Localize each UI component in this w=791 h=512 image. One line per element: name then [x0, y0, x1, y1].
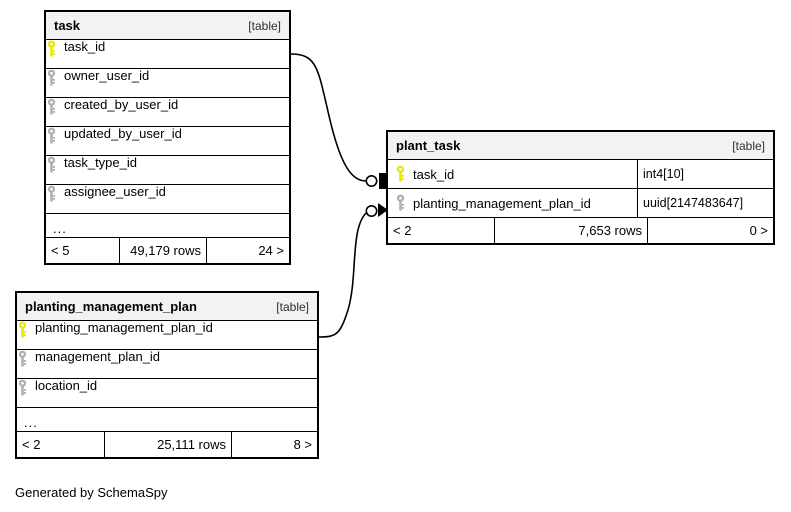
column-name: updated_by_user_id — [64, 126, 182, 141]
foreign-key-icon — [46, 98, 57, 116]
row-count: 49,179 rows — [119, 238, 207, 263]
child-table-count[interactable]: 24 > — [258, 243, 284, 258]
foreign-key-icon — [17, 379, 28, 397]
primary-key-icon — [395, 165, 406, 183]
table-row[interactable]: task_id — [46, 40, 289, 69]
foreign-key-icon — [46, 69, 57, 87]
table-row[interactable]: management_plan_id — [17, 350, 317, 379]
table-plant-task[interactable]: plant_task [table] task_id int4[10] — [386, 130, 775, 245]
table-planting-management-plan-footer: < 2 25,111 rows 8 > — [17, 432, 317, 457]
column-name: assignee_user_id — [64, 184, 166, 199]
foreign-key-icon — [46, 185, 57, 203]
relationship-task-to-plant-task — [290, 53, 386, 189]
parent-table-count[interactable]: < 2 — [393, 223, 412, 238]
column-type: int4[10] — [637, 160, 773, 188]
table-task[interactable]: task [table] task_id — [44, 10, 291, 265]
table-row[interactable]: updated_by_user_id — [46, 127, 289, 156]
table-plant-task-kind: [table] — [732, 138, 765, 153]
row-count: 25,111 rows — [104, 432, 232, 457]
column-name: task_id — [64, 39, 106, 54]
table-row[interactable]: task_id int4[10] — [388, 160, 773, 189]
table-plant-task-name: plant_task — [396, 138, 461, 153]
column-type: uuid[2147483647] — [637, 189, 773, 217]
table-row[interactable]: created_by_user_id — [46, 98, 289, 127]
zero-or-one-circle-marker — [365, 175, 378, 188]
more-columns-indicator: ... — [17, 408, 317, 432]
row-count: 7,653 rows — [494, 218, 648, 243]
zero-or-one-circle-marker — [365, 205, 378, 218]
foreign-key-icon — [395, 194, 406, 212]
column-name: management_plan_id — [35, 349, 161, 364]
table-task-name: task — [54, 18, 81, 33]
column-name: location_id — [35, 378, 98, 393]
table-row[interactable]: task_type_id — [46, 156, 289, 185]
table-row[interactable]: assignee_user_id — [46, 185, 289, 214]
primary-key-icon — [46, 40, 57, 58]
parent-table-count[interactable]: < 5 — [51, 243, 70, 258]
column-name: planting_management_plan_id — [413, 195, 591, 211]
foreign-key-icon — [17, 350, 28, 368]
parent-table-count[interactable]: < 2 — [22, 437, 41, 452]
child-table-count[interactable]: 0 > — [749, 223, 768, 238]
child-table-count[interactable]: 8 > — [293, 437, 312, 452]
column-name: owner_user_id — [64, 68, 150, 83]
generated-by-caption: Generated by SchemaSpy — [15, 485, 168, 500]
column-name-cell: planting_management_plan_id — [388, 189, 637, 217]
table-task-kind: [table] — [248, 18, 281, 33]
foreign-key-icon — [46, 156, 57, 174]
more-columns-indicator: ... — [46, 214, 289, 238]
table-planting-management-plan[interactable]: planting_management_plan [table] plantin… — [15, 291, 319, 459]
table-row[interactable]: planting_management_plan_id uuid[2147483… — [388, 189, 773, 218]
identifying-end-marker — [379, 173, 386, 189]
primary-key-icon — [17, 321, 28, 339]
table-task-footer: < 5 49,179 rows 24 > — [46, 238, 289, 263]
table-task-header: task [table] — [46, 12, 289, 40]
column-name: task_type_id — [64, 155, 137, 170]
column-name: task_id — [413, 166, 455, 182]
table-row[interactable]: location_id — [17, 379, 317, 408]
column-name: created_by_user_id — [64, 97, 179, 112]
table-planting-management-plan-name: planting_management_plan — [25, 299, 197, 314]
relationship-planting-management-plan-to-plant-task — [318, 203, 388, 338]
column-name-cell: task_id — [388, 160, 637, 188]
column-name: planting_management_plan_id — [35, 320, 213, 335]
table-row[interactable]: owner_user_id — [46, 69, 289, 98]
table-planting-management-plan-kind: [table] — [276, 299, 309, 314]
table-planting-management-plan-header: planting_management_plan [table] — [17, 293, 317, 321]
table-row[interactable]: planting_management_plan_id — [17, 321, 317, 350]
foreign-key-icon — [46, 127, 57, 145]
table-plant-task-header: plant_task [table] — [388, 132, 773, 160]
table-plant-task-footer: < 2 7,653 rows 0 > — [388, 218, 773, 243]
